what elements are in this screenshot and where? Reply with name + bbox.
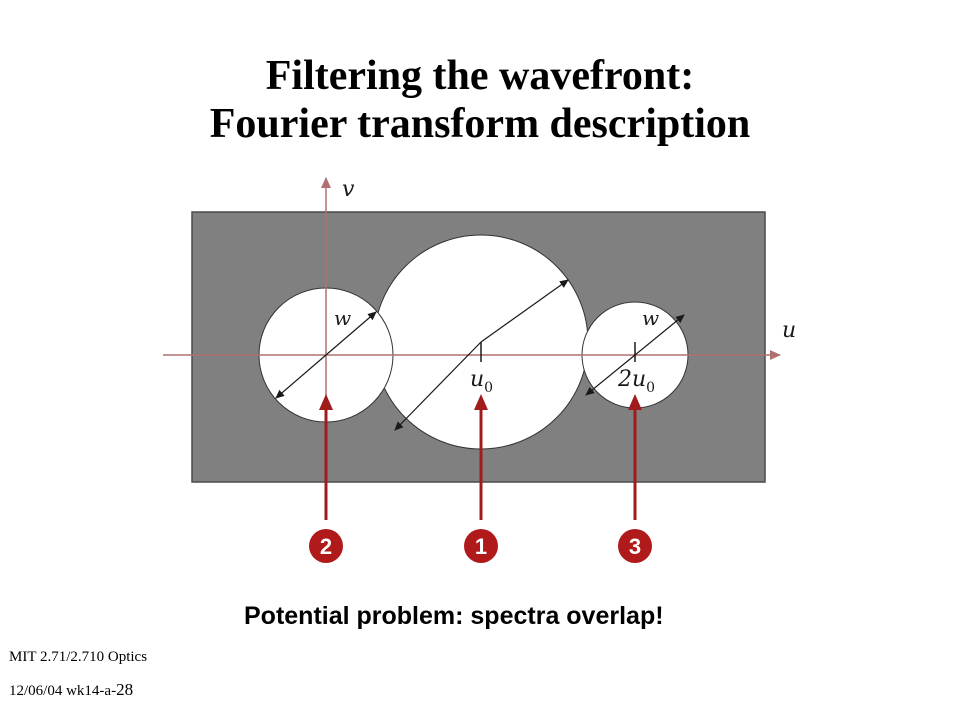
pointer-head-3	[628, 394, 642, 410]
marker-3-badge	[618, 529, 652, 563]
marker-1-label: 1	[475, 534, 487, 559]
right-diameter-arrow-back	[585, 354, 636, 396]
marker-3-label: 3	[629, 534, 641, 559]
footer-date: 12/06/04 wk14-a-	[9, 683, 117, 699]
footer-course: MIT 2.71/2.710 Optics	[9, 649, 148, 665]
title-line-1: Filtering the wavefront:	[265, 53, 695, 99]
pointer-head-2	[319, 394, 333, 410]
u0-label-base: u	[470, 367, 484, 392]
right-diameter-arrow	[634, 314, 685, 356]
footer-date-page: 12/06/04 wk14-a-28	[9, 680, 133, 700]
pointer-head-1	[474, 394, 488, 410]
marker-2-badge	[309, 529, 343, 563]
2u0-label-sub: 0	[646, 380, 655, 396]
center-diameter-arrow-back	[394, 341, 482, 431]
u-axis-label: u	[782, 318, 796, 343]
page-number: 28	[116, 680, 134, 699]
2u0-label: 2u0	[617, 367, 655, 396]
slide-title: Filtering the wavefront: Fourier transfo…	[0, 52, 960, 148]
center-diameter-arrow	[480, 279, 569, 343]
left-radius-label: w	[334, 306, 351, 330]
u0-label-sub: 0	[484, 380, 493, 396]
marker-1-badge	[464, 529, 498, 563]
left-diameter-arrow	[325, 311, 377, 356]
left-diameter-arrow-back	[275, 354, 327, 399]
right-radius-label: w	[642, 306, 659, 330]
2u0-label-base: 2u	[617, 367, 646, 392]
caption-text: Potential problem: spectra overlap!	[244, 602, 664, 630]
u0-label: u0	[470, 367, 493, 396]
v-axis-label: v	[342, 177, 355, 202]
marker-2-label: 2	[320, 534, 332, 559]
title-line-2: Fourier transform description	[209, 101, 751, 147]
